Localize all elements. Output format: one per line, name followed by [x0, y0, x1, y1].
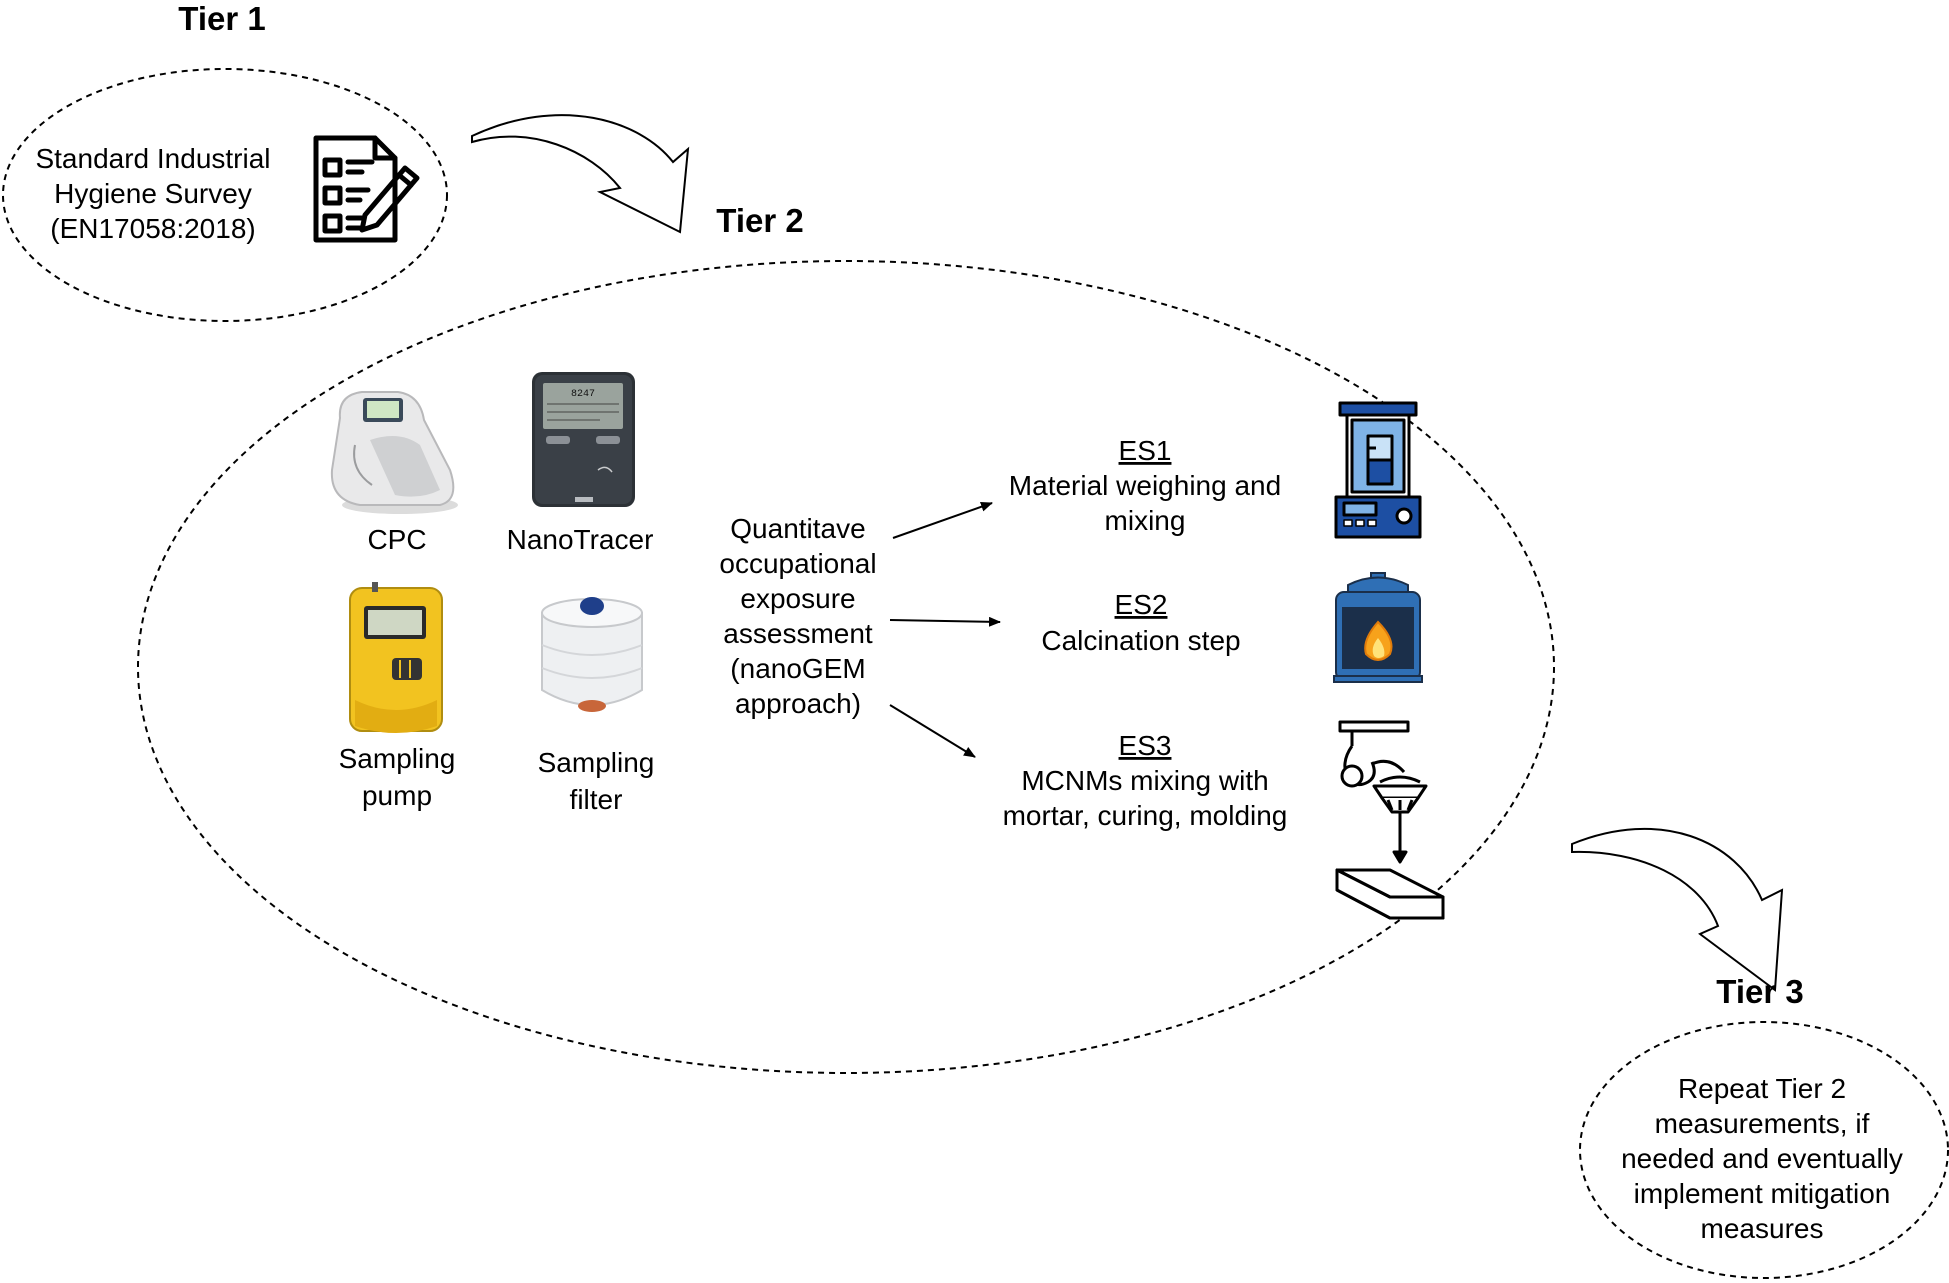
tier1-text-line2: Hygiene Survey	[54, 178, 252, 209]
tier1-to-tier2-arrow	[471, 114, 690, 234]
tier3-text-line1: Repeat Tier 2	[1678, 1073, 1846, 1104]
tier3-text-line2: measurements, if	[1655, 1108, 1870, 1139]
arrow-to-es3	[889, 704, 976, 758]
approach-line3: exposure	[740, 583, 855, 614]
es2-code: ES2	[1115, 589, 1168, 620]
es1-text-line1: Material weighing and	[1009, 470, 1281, 501]
tier1-title: Tier 1	[178, 0, 265, 37]
balance-icon	[1334, 401, 1422, 539]
approach-line5: (nanoGEM	[730, 653, 865, 684]
tier1-text-line1: Standard Industrial	[35, 143, 270, 174]
furnace-icon	[1333, 572, 1423, 683]
tier3-ellipse	[1579, 1021, 1949, 1279]
sampling-pump-image	[349, 582, 443, 733]
sampling-pump-label-line1: Sampling	[339, 743, 456, 774]
tier3-text-line4: implement mitigation	[1634, 1178, 1891, 1209]
tier2-ellipse	[137, 260, 1555, 1074]
tier3-title: Tier 3	[1716, 973, 1803, 1010]
approach-line4: assessment	[723, 618, 873, 649]
tier1-text-line3: (EN17058:2018)	[50, 213, 255, 244]
nanotracer-device-image: 8247	[532, 372, 635, 507]
arrow-to-es1	[892, 501, 993, 539]
cpc-label: CPC	[367, 524, 426, 555]
approach-line1: Quantitave	[730, 513, 865, 544]
es1-text-line2: mixing	[1105, 505, 1186, 536]
tier3-text-line3: needed and eventually	[1621, 1143, 1903, 1174]
nanotracer-screen-readout: 8247	[571, 389, 595, 400]
es3-text-line2: mortar, curing, molding	[1003, 800, 1288, 831]
approach-line2: occupational	[719, 548, 876, 579]
checklist-icon	[313, 135, 420, 243]
es3-text-line1: MCNMs mixing with	[1021, 765, 1268, 796]
es2-text-line1: Calcination step	[1041, 625, 1240, 656]
sampling-filter-label-line1: Sampling	[538, 747, 655, 778]
nanotracer-label: NanoTracer	[507, 524, 654, 555]
tier2-to-tier3-arrow	[1571, 827, 1784, 992]
arrow-to-es2	[889, 616, 1001, 627]
es3-code: ES3	[1119, 730, 1172, 761]
es1-code: ES1	[1119, 435, 1172, 466]
tier1-ellipse	[2, 68, 448, 322]
sampling-filter-image	[541, 597, 643, 712]
mixer-mold-icon	[1335, 720, 1445, 920]
sampling-filter-label-line2: filter	[570, 784, 623, 815]
approach-line6: approach)	[735, 688, 861, 719]
tier2-title: Tier 2	[716, 202, 803, 239]
sampling-pump-label-line2: pump	[362, 780, 432, 811]
cpc-device-image	[330, 391, 458, 514]
tier3-text-line5: measures	[1701, 1213, 1824, 1244]
